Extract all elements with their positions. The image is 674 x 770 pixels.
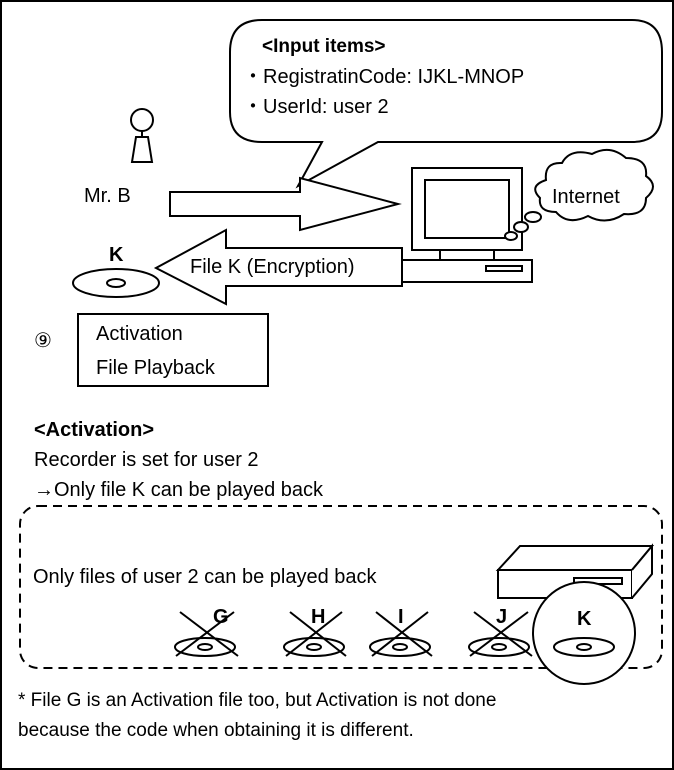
input-items-bubble [229,19,663,189]
disc-k-icon [72,268,160,298]
activation-line-1: Recorder is set for user 2 [34,449,259,471]
input-item-user-id: UserId: user 2 [243,96,389,118]
disc-k-playable-label: K [577,608,592,630]
footnote-line-2: because the code when obtaining it is di… [18,720,414,741]
recorder-icon [495,543,655,599]
disc-h-cross-icon [285,611,347,657]
playback-region [19,505,663,669]
disc-k-label: K [109,244,124,266]
step-number-marker: ⑨ [34,330,52,352]
input-items-title: <Input items> [262,36,386,57]
right-arrow-icon: → [34,479,54,501]
disc-k-playable-icon [553,637,615,657]
step-box [77,313,269,387]
file-arrow-label: File K (Encryption) [190,256,355,278]
activation-line-2: →Only file K can be played back [34,479,323,501]
computer-icon [399,167,533,283]
input-item-registration-code: RegistratinCode: IJKL-MNOP [243,66,524,88]
disc-g-label: G [213,606,229,628]
file-k-arrow [153,228,403,306]
disc-j-cross-icon [469,611,533,657]
disc-k-highlight-ring [532,581,636,685]
footnote-line-1: * File G is an Activation file too, but … [18,690,497,711]
activation-line-2-text: Only file K can be played back [54,479,324,501]
playback-caption: Only files of user 2 can be played back [33,566,377,588]
input-arrow [169,176,402,232]
disc-j-label: J [496,606,508,628]
person-icon [130,108,154,163]
step-line-activation: Activation [96,323,183,345]
user-label: Mr. B [84,185,131,207]
disc-i-label: I [398,606,404,628]
internet-label: Internet [552,186,620,208]
activation-heading: <Activation> [34,419,155,441]
step-line-file-playback: File Playback [96,357,215,379]
disc-h-label: H [311,606,326,628]
internet-cloud-icon [504,148,654,241]
disc-g-cross-icon [175,611,239,657]
disc-i-cross-icon [371,611,433,657]
